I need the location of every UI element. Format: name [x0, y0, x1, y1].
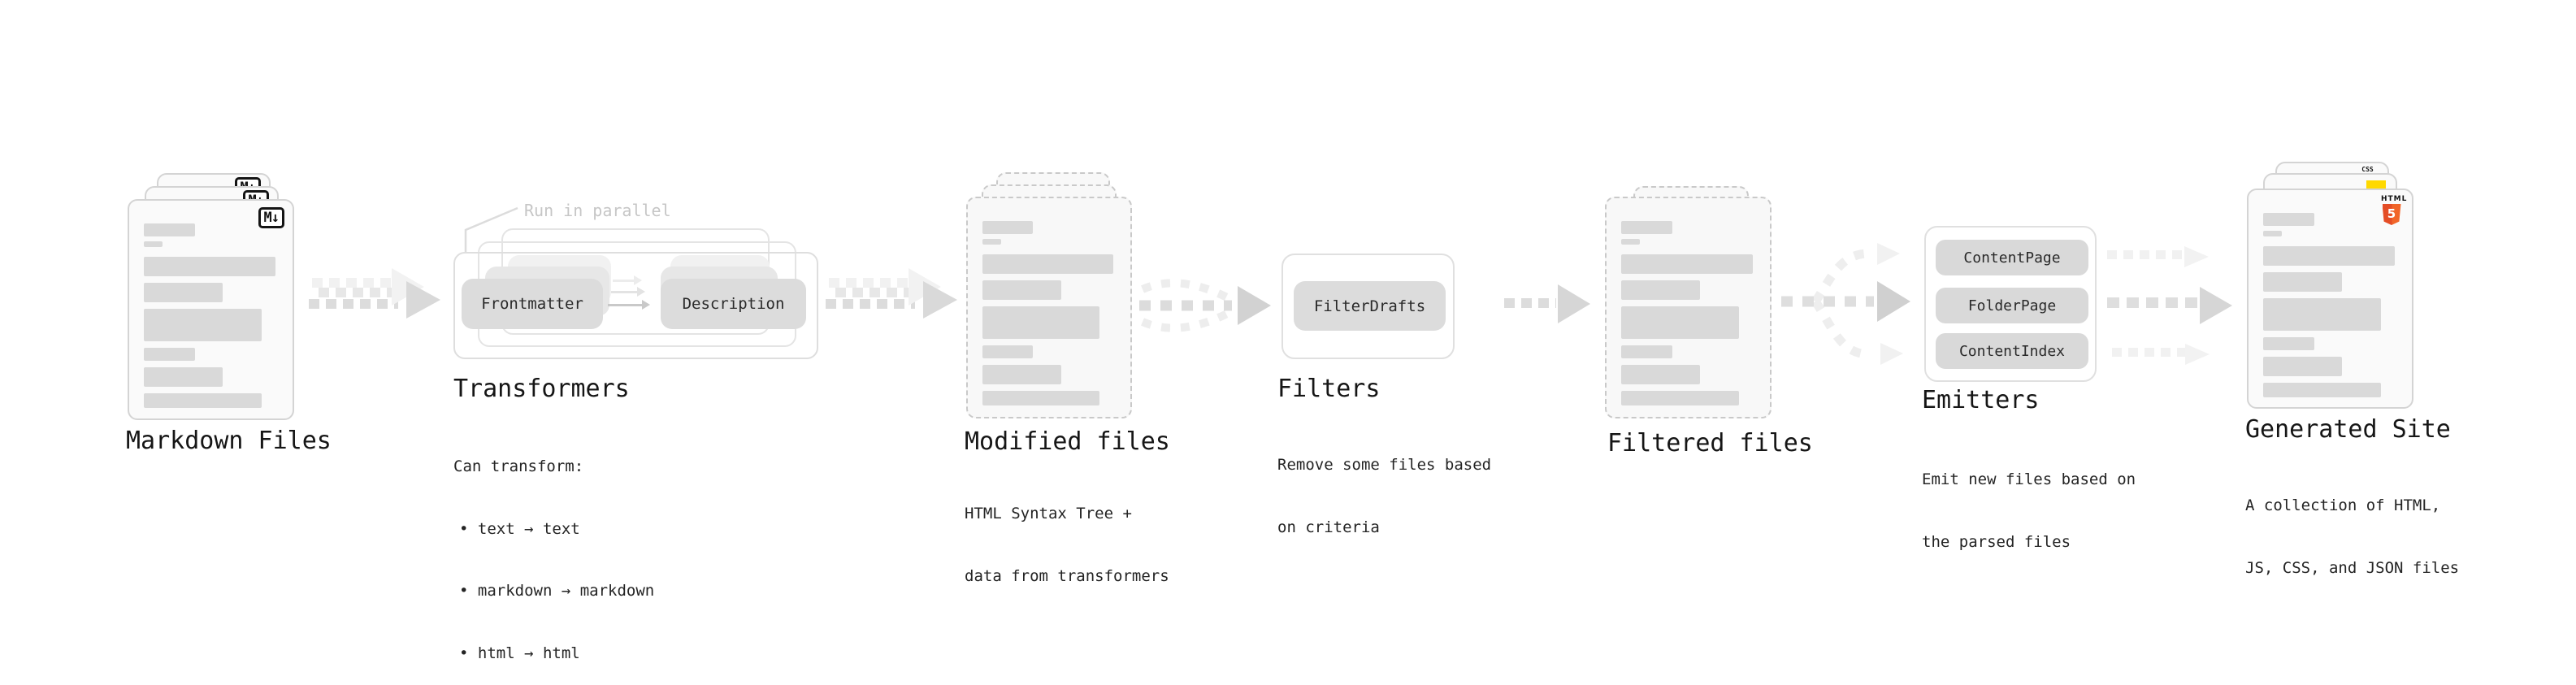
arrowhead-icon — [923, 281, 957, 319]
filters-description: Remove some files based on criteria — [1277, 456, 1492, 536]
modified-files-title: Modified files — [965, 427, 1170, 456]
markdown-files-title: Markdown Files — [126, 427, 332, 455]
file-card — [966, 197, 1132, 418]
arrowhead-icon — [2184, 246, 2209, 267]
transformers-title: Transformers — [453, 375, 630, 403]
filters-title: Filters — [1277, 375, 1381, 403]
stage-modified-files — [966, 172, 1133, 419]
file-card: M↓ — [128, 199, 294, 420]
transformer-box — [453, 252, 818, 359]
run-in-parallel-connector — [464, 206, 518, 252]
stage-emitters: ContentPage FolderPage ContentIndex — [1924, 226, 2097, 382]
arrow-emitters-to-site — [2107, 246, 2237, 368]
arrowhead-icon — [2200, 287, 2232, 324]
html5-icon: HTML 5 — [2381, 195, 2406, 225]
arrowhead-icon — [406, 281, 440, 319]
stage-markdown-files: M↓ M↓ M↓ — [128, 173, 294, 420]
stage-filters: FilterDrafts — [1281, 254, 1455, 359]
transformer-pill-description: Description — [661, 279, 806, 329]
emitter-pill-contentpage: ContentPage — [1936, 240, 2088, 275]
file-content-placeholder — [1621, 221, 1755, 405]
arrow-markdown-to-transformers — [307, 268, 440, 322]
emitter-pill-contentindex: ContentIndex — [1936, 333, 2088, 369]
file-content-placeholder — [144, 223, 278, 408]
stage-filtered-files — [1605, 186, 1772, 419]
generated-site-title: Generated Site — [2245, 415, 2451, 444]
generated-site-description: A collection of HTML, JS, CSS, and JSON … — [2245, 496, 2460, 577]
markdown-icon: M↓ — [258, 207, 284, 228]
parallel-arrow-icon — [608, 300, 650, 310]
parallel-arrow-icon — [611, 287, 645, 297]
emitters-description: Emit new files based on the parsed files — [1922, 470, 2136, 551]
emitter-pill-folderpage: FolderPage — [1936, 288, 2088, 323]
arrowhead-icon — [1877, 243, 1900, 265]
file-content-placeholder — [982, 221, 1116, 405]
emitters-title: Emitters — [1922, 386, 2040, 414]
js-icon — [2366, 180, 2386, 190]
transformers-description: Can transform: • text → text • markdown … — [453, 457, 655, 662]
file-card — [1605, 197, 1772, 418]
file-card: HTML 5 — [2247, 189, 2413, 409]
filtered-files-title: Filtered files — [1607, 429, 1813, 457]
arrow-transformers-to-modified — [824, 268, 957, 322]
arrowhead-icon — [1238, 286, 1271, 325]
parallel-arrow-icon — [613, 275, 642, 285]
file-content-placeholder — [2263, 213, 2397, 397]
arrow-filters-to-filtered — [1504, 284, 1590, 323]
arrowhead-icon — [2185, 344, 2210, 365]
arrow-modified-to-filters — [1139, 279, 1271, 332]
stage-generated-site: CSS HTML 5 — [2247, 162, 2413, 409]
arrow-filtered-to-emitters — [1781, 243, 1910, 365]
arrowhead-icon — [1877, 281, 1910, 322]
run-in-parallel-note: Run in parallel — [524, 201, 671, 220]
stage-transformers: Frontmatter Description — [453, 228, 818, 359]
arrowhead-icon — [1880, 343, 1903, 365]
filter-pill-filterdrafts: FilterDrafts — [1294, 281, 1446, 331]
arrowhead-icon — [1558, 284, 1590, 323]
transformer-pill-frontmatter: Frontmatter — [462, 279, 603, 329]
modified-files-description: HTML Syntax Tree + data from transformer… — [965, 505, 1169, 585]
